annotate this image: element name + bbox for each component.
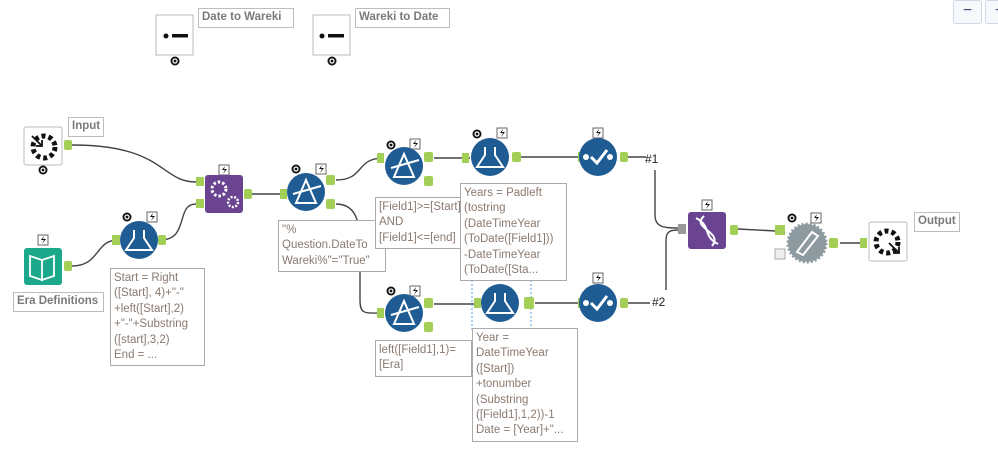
filter-tool-question[interactable]: [280, 163, 335, 211]
filter3-annotation: left([Field1],1)= [Era]: [375, 340, 472, 377]
select-tool-2[interactable]: [578, 272, 628, 322]
zoom-out-button[interactable]: −: [953, 0, 982, 24]
wareki-to-date-label: Wareki to Date: [355, 8, 450, 28]
date-to-wareki-tool[interactable]: [155, 14, 194, 67]
wire-label-2: #2: [652, 295, 666, 309]
filter2-annotation: [Field1]>=[Start] AND [Field1]<=[end]: [375, 197, 473, 250]
macro-input-tool[interactable]: [23, 126, 72, 176]
macro-tool[interactable]: [196, 164, 252, 213]
text-input-tool[interactable]: [24, 234, 72, 285]
filter-tool-era[interactable]: [377, 285, 433, 332]
zoom-in-button[interactable]: +: [985, 0, 998, 24]
output-label: Output: [914, 212, 960, 232]
formula2-annotation: Years = Padleft (tostring (DateTimeYear …: [460, 183, 567, 282]
select-tool-1[interactable]: [578, 127, 628, 176]
formula-tool-years[interactable]: [462, 127, 521, 176]
wareki-to-date-tool[interactable]: [312, 14, 351, 67]
formula1-annotation: Start = Right ([Start], 4)+"-" +left([St…: [110, 268, 205, 367]
formula3-annotation: Year = DateTimeYear ([Start]) +tonumber …: [472, 328, 578, 442]
date-to-wareki-label: Date to Wareki: [198, 8, 294, 28]
filter1-annotation: "% Question.DateTo Wareki%"="True": [278, 220, 386, 273]
union-tool[interactable]: [678, 199, 738, 249]
filter-tool-range[interactable]: [377, 138, 433, 186]
macro-output-tool[interactable]: [860, 221, 908, 262]
wire-label-1: #1: [645, 152, 659, 166]
formula-tool[interactable]: [112, 211, 166, 259]
join-tool[interactable]: [774, 212, 838, 264]
formula-tool-date[interactable]: [474, 284, 534, 322]
era-definitions-label: Era Definitions: [13, 292, 104, 312]
input-label: Input: [68, 117, 105, 137]
